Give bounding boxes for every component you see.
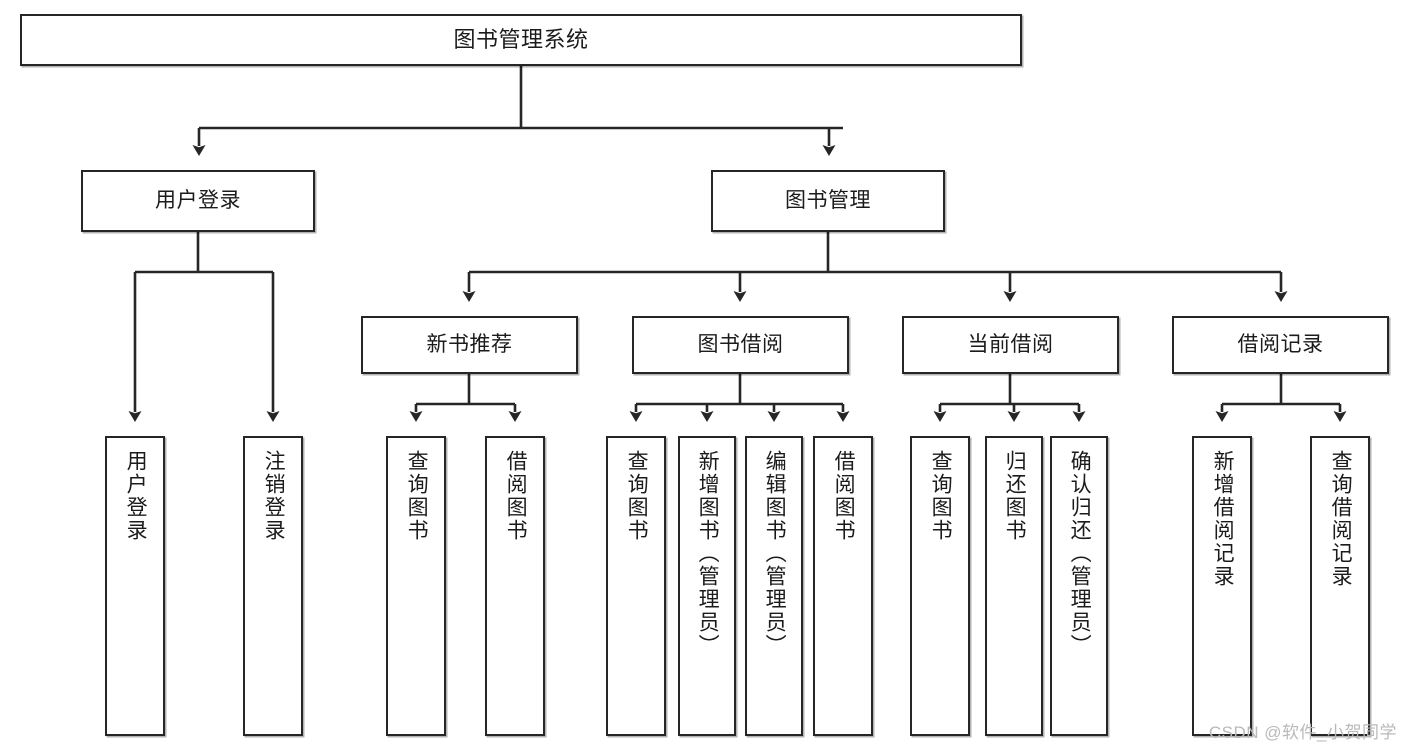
node-user-login-label: 用户登录	[155, 189, 241, 213]
node-new-book-rec-label: 新书推荐	[426, 333, 513, 357]
node-leaf-add-record[interactable]: 新增借阅记录	[1192, 436, 1252, 736]
node-user-login[interactable]: 用户登录	[81, 170, 315, 232]
node-leaf-query-book-3-label: 查询图书	[929, 450, 953, 542]
node-leaf-edit-book-label: 编辑图书（管理员）	[763, 450, 787, 657]
node-book-manage-label: 图书管理	[785, 189, 871, 213]
node-leaf-query-book-2[interactable]: 查询图书	[606, 436, 666, 736]
node-borrow-record[interactable]: 借阅记录	[1172, 316, 1389, 374]
node-borrow-record-label: 借阅记录	[1237, 333, 1324, 357]
node-leaf-borrow-book-1-label: 借阅图书	[504, 450, 528, 542]
node-leaf-user-logout[interactable]: 注销登录	[243, 436, 303, 736]
node-leaf-user-login[interactable]: 用户登录	[105, 436, 165, 736]
node-leaf-query-book-2-label: 查询图书	[625, 450, 649, 542]
node-leaf-edit-book[interactable]: 编辑图书（管理员）	[745, 436, 803, 736]
node-leaf-add-book-label: 新增图书（管理员）	[696, 450, 720, 657]
node-leaf-add-record-label: 新增借阅记录	[1211, 450, 1235, 588]
node-current-borrow[interactable]: 当前借阅	[902, 316, 1119, 374]
node-leaf-confirm-return[interactable]: 确认归还（管理员）	[1050, 436, 1108, 736]
node-leaf-borrow-book-2[interactable]: 借阅图书	[813, 436, 873, 736]
node-book-borrow[interactable]: 图书借阅	[632, 316, 849, 374]
node-leaf-user-login-label: 用户登录	[124, 450, 148, 542]
node-leaf-user-logout-label: 注销登录	[262, 450, 286, 542]
node-leaf-query-book-1[interactable]: 查询图书	[386, 436, 446, 736]
node-leaf-query-book-1-label: 查询图书	[405, 450, 429, 542]
node-leaf-borrow-book-2-label: 借阅图书	[832, 450, 856, 542]
node-leaf-query-record-label: 查询借阅记录	[1329, 450, 1353, 588]
node-current-borrow-label: 当前借阅	[967, 333, 1054, 357]
node-book-borrow-label: 图书借阅	[697, 333, 784, 357]
node-new-book-rec[interactable]: 新书推荐	[361, 316, 578, 374]
node-leaf-return-book-label: 归还图书	[1003, 450, 1027, 542]
node-leaf-query-record[interactable]: 查询借阅记录	[1310, 436, 1370, 736]
node-leaf-confirm-return-label: 确认归还（管理员）	[1068, 450, 1092, 657]
node-leaf-query-book-3[interactable]: 查询图书	[910, 436, 970, 736]
node-book-manage[interactable]: 图书管理	[711, 170, 945, 232]
node-leaf-borrow-book-1[interactable]: 借阅图书	[485, 436, 545, 736]
node-root-label: 图书管理系统	[453, 26, 589, 52]
node-leaf-return-book[interactable]: 归还图书	[985, 436, 1043, 736]
node-root[interactable]: 图书管理系统	[20, 14, 1022, 66]
node-leaf-add-book[interactable]: 新增图书（管理员）	[678, 436, 736, 736]
